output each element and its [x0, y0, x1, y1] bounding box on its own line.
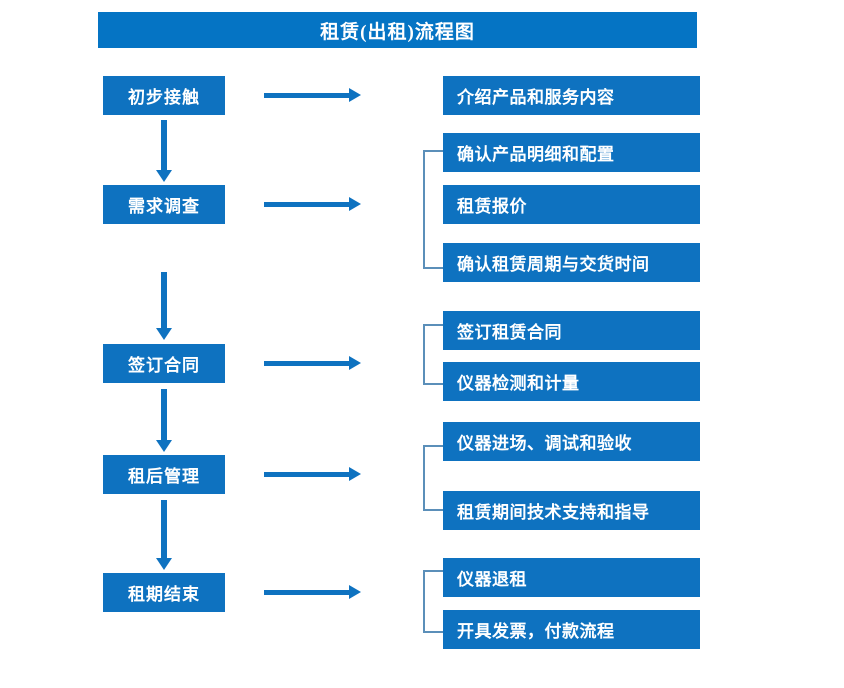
group-bracket-2 — [423, 150, 443, 269]
detail-box-确认租赁周期与交货时间[interactable]: 确认租赁周期与交货时间 — [443, 243, 700, 282]
detail-box-仪器进场调试和验收[interactable]: 仪器进场、调试和验收 — [443, 422, 700, 461]
detail-box-签订租赁合同[interactable]: 签订租赁合同 — [443, 311, 700, 350]
detail-box-介绍产品和服务内容[interactable]: 介绍产品和服务内容 — [443, 76, 700, 115]
vertical-arrow-icon-2 — [156, 272, 172, 340]
vertical-arrow-icon-3 — [156, 389, 172, 452]
detail-box-确认产品明细和配置[interactable]: 确认产品明细和配置 — [443, 133, 700, 172]
horizontal-arrow-icon-3 — [264, 356, 361, 370]
horizontal-arrow-icon-5 — [264, 585, 361, 599]
stage-box-租期结束[interactable]: 租期结束 — [103, 573, 225, 612]
page-title: 租赁(出租)流程图 — [98, 12, 697, 48]
stage-box-初步接触[interactable]: 初步接触 — [103, 76, 225, 115]
vertical-arrow-icon-1 — [156, 120, 172, 182]
stage-box-需求调查[interactable]: 需求调查 — [103, 185, 225, 224]
horizontal-arrow-icon-2 — [264, 197, 361, 211]
group-bracket-4 — [423, 445, 443, 511]
detail-box-仪器检测和计量[interactable]: 仪器检测和计量 — [443, 362, 700, 401]
stage-box-签订合同[interactable]: 签订合同 — [103, 344, 225, 383]
horizontal-arrow-icon-4 — [264, 467, 361, 481]
detail-box-仪器退租[interactable]: 仪器退租 — [443, 558, 700, 597]
group-bracket-3 — [423, 324, 443, 385]
detail-box-租赁期间技术支持和指导[interactable]: 租赁期间技术支持和指导 — [443, 491, 700, 530]
group-bracket-5 — [423, 570, 443, 633]
detail-box-开具发票付款流程[interactable]: 开具发票，付款流程 — [443, 610, 700, 649]
horizontal-arrow-icon-1 — [264, 88, 361, 102]
detail-box-租赁报价[interactable]: 租赁报价 — [443, 185, 700, 224]
vertical-arrow-icon-4 — [156, 500, 172, 570]
stage-box-租后管理[interactable]: 租后管理 — [103, 455, 225, 494]
